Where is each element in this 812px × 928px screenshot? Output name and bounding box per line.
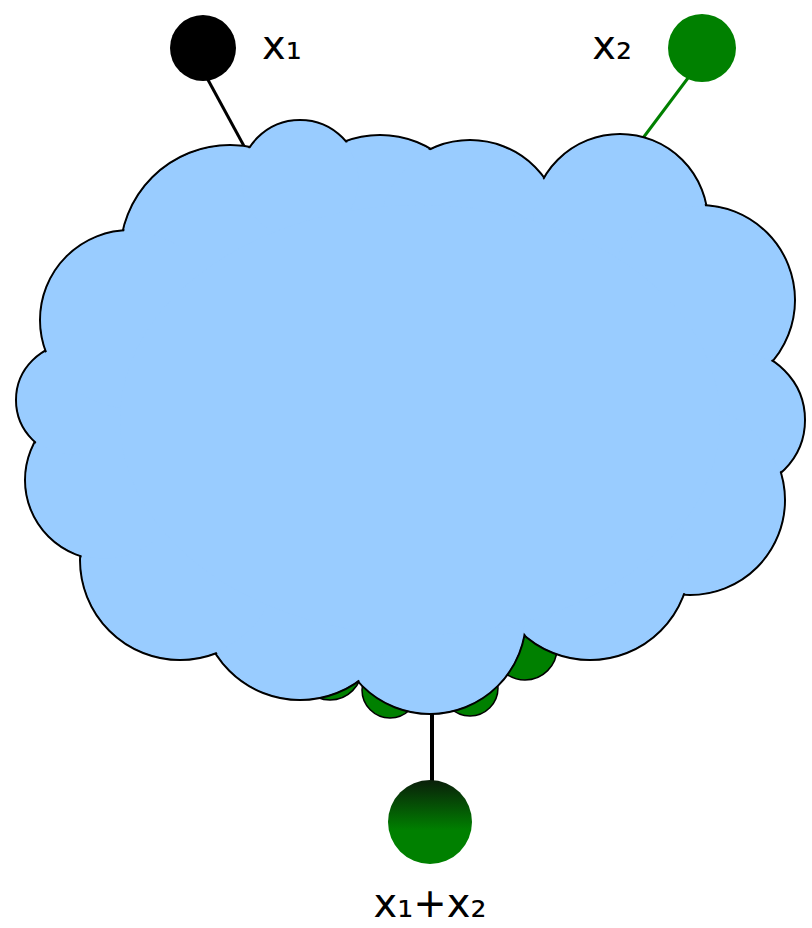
variable-label: x₂ [592,24,632,66]
variable-label: x₁+x₂ [374,882,487,924]
variable-label: x₁ [262,24,302,66]
variable-circle [388,780,472,864]
circle-shape [668,14,736,82]
leader-line [640,78,688,142]
variable-circle [668,14,736,82]
variable-circle [170,15,236,81]
cloud-outline [16,120,805,714]
cloud-fill [18,122,804,713]
circle-shape [170,15,236,81]
circle-shape [388,780,472,864]
